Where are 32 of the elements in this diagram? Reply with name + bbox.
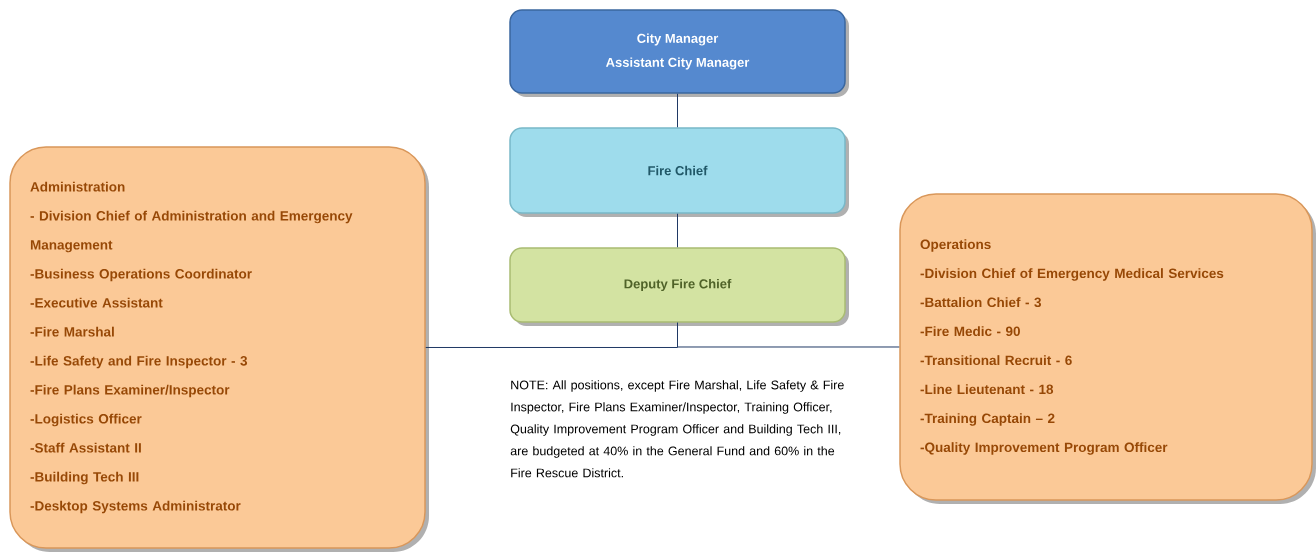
- heading-text: Administration: [30, 181, 125, 192]
- list-item: -Fire Plans Examiner/Inspector: [30, 384, 230, 398]
- heading-text: Operations: [920, 239, 991, 252]
- title-text: Assistant City Manager: [605, 57, 750, 70]
- list-item: -Division Chief of Emergency Medical Services: [920, 268, 1224, 281]
- list-item: -Business Operations Coordinator: [30, 268, 252, 282]
- list-item: -Transitional Recruit - 6: [920, 355, 1072, 366]
- list-item: -Building Tech III: [30, 471, 139, 485]
- list-item: -Fire Medic - 90: [920, 326, 1020, 337]
- chief-box: [509, 127, 846, 214]
- division-box: [899, 193, 1313, 501]
- title-text: Fire Chief: [648, 165, 708, 176]
- list-item: -Executive Assistant: [30, 297, 163, 308]
- title-text: City Manager: [637, 33, 719, 46]
- connector-line: [677, 322, 900, 348]
- connector-line: [677, 213, 678, 248]
- list-item: -Life Safety and Fire Inspector - 3: [30, 355, 248, 369]
- deputy-box: [509, 247, 846, 323]
- list-item: -Desktop Systems Administrator: [30, 500, 241, 514]
- division-box: [9, 146, 426, 549]
- list-item: -Fire Marshal: [30, 326, 114, 337]
- manager-box: [509, 9, 846, 94]
- list-item: -Logistics Officer: [30, 413, 142, 427]
- note-text: NOTE: All positions, except Fire Marshal, Life Safety & Fire Inspector, Fire Plans Examiner/Inspector, Training Officer, Quality Improvement Program Officer and Building Tech III, are budgeted at 40% in the General Fund and 60% in the Fire Rescue District.: [510, 380, 844, 478]
- list-item: -Training Captain – 2: [920, 413, 1055, 426]
- list-item: -Battalion Chief - 3: [920, 297, 1041, 308]
- list-item: - Division Chief of Administration and Emergency Management: [30, 210, 353, 253]
- list-item: -Line Lieutenant - 18: [920, 384, 1054, 395]
- connector-line: [677, 93, 678, 128]
- list-item: -Staff Assistant II: [30, 442, 141, 453]
- list-item: -Quality Improvement Program Officer: [920, 442, 1168, 455]
- title-text: Deputy Fire Chief: [624, 278, 732, 292]
